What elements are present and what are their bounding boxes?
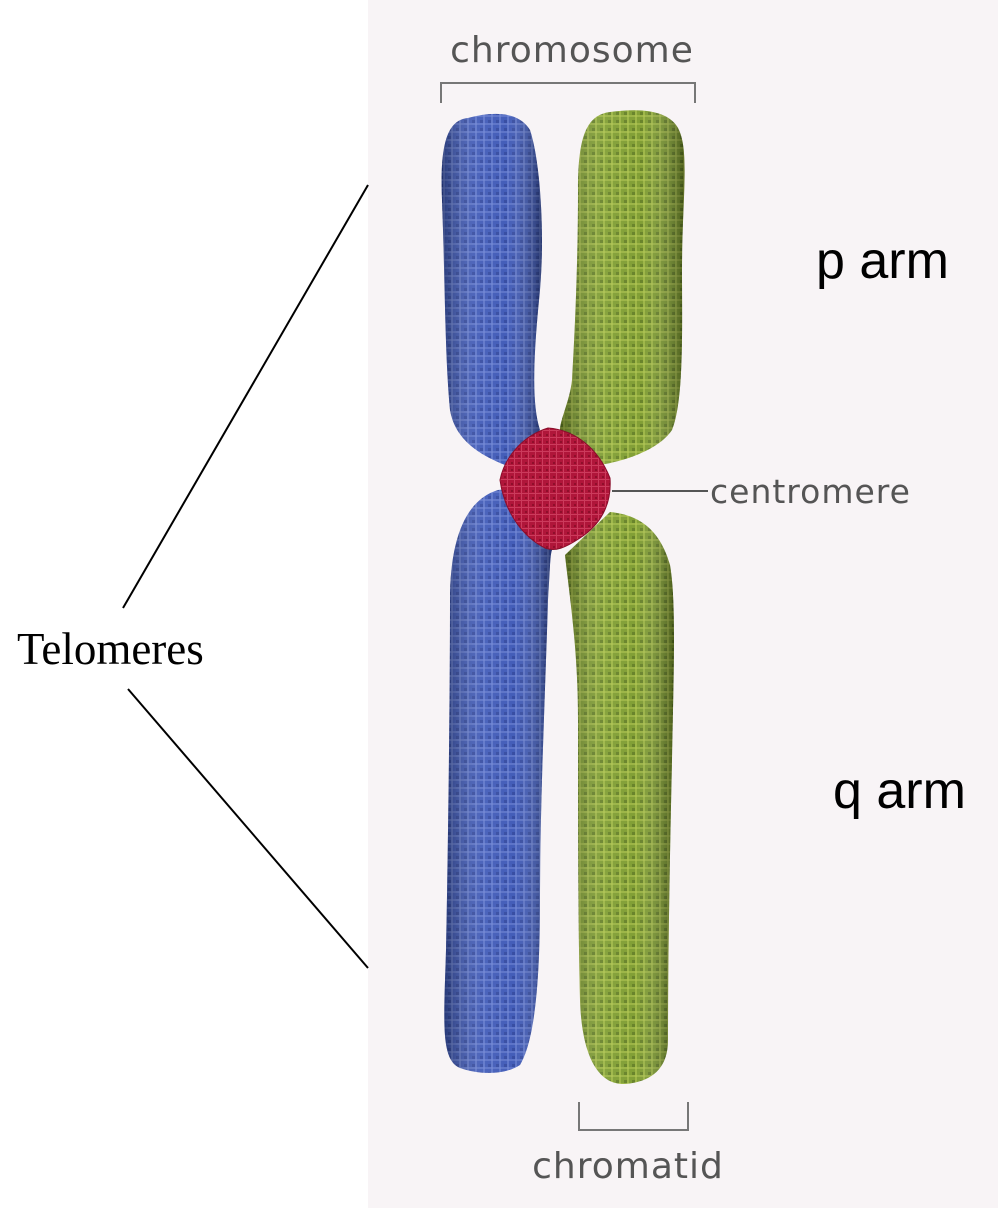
chromatid-left	[442, 114, 552, 1073]
telomeres-pointer-bottom	[128, 689, 368, 968]
chromosome-label: chromosome	[450, 30, 694, 71]
telomeres-pointer-top	[123, 185, 368, 608]
centromere-label: centromere	[710, 472, 911, 511]
q-arm-label: q arm	[833, 762, 966, 820]
p-arm-label: p arm	[816, 232, 949, 290]
chromatid-label: chromatid	[532, 1146, 724, 1187]
telomeres-label: Telomeres	[17, 624, 204, 674]
